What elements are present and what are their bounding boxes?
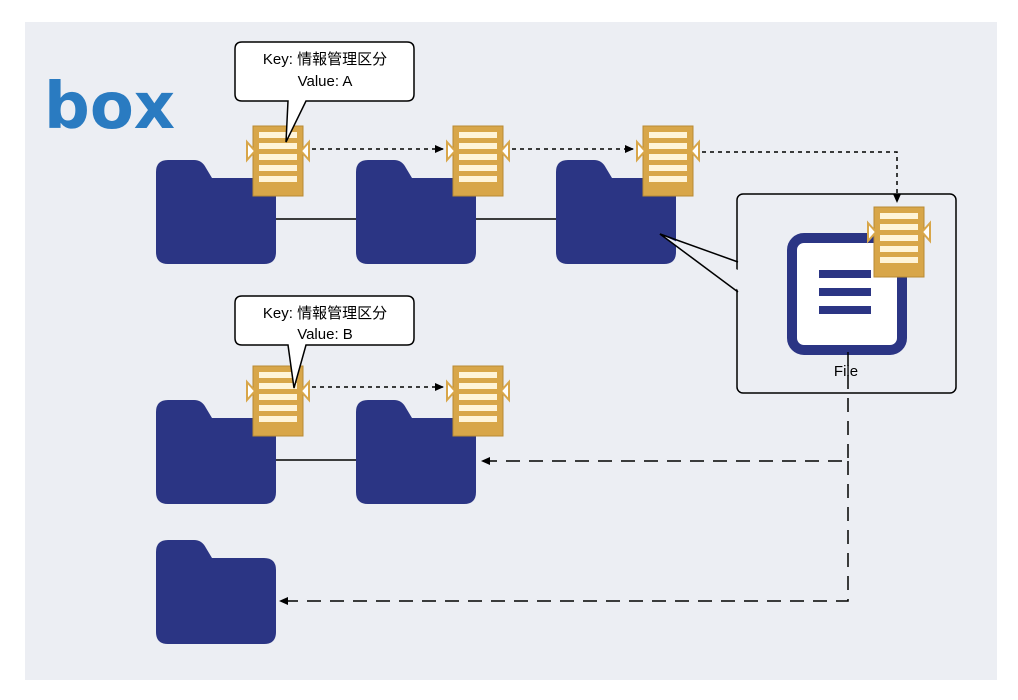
metadata-icon[interactable] xyxy=(867,206,931,278)
callout-a: Key: 情報管理区分 Value: A xyxy=(234,41,415,143)
metadata-icon[interactable] xyxy=(246,125,310,197)
metadata-inherit-arrow xyxy=(702,151,901,203)
zoom-pointer xyxy=(659,233,739,293)
callout-value-text: Value: A xyxy=(298,73,353,90)
file-move-arrow xyxy=(279,461,849,605)
box-logo: box xyxy=(44,70,175,144)
callout-key-text: Key: 情報管理区分 xyxy=(263,305,387,322)
callout-b: Key: 情報管理区分 Value: B xyxy=(234,295,415,389)
metadata-icon[interactable] xyxy=(636,125,700,197)
metadata-icon[interactable] xyxy=(446,125,510,197)
metadata-icon[interactable] xyxy=(246,365,310,437)
callout-key-text: Key: 情報管理区分 xyxy=(263,51,387,68)
metadata-icon[interactable] xyxy=(446,365,510,437)
file-label: File xyxy=(834,363,858,380)
callout-value-text: Value: B xyxy=(297,326,353,343)
folder-icon[interactable] xyxy=(156,540,276,644)
file-move-arrow xyxy=(481,352,849,465)
